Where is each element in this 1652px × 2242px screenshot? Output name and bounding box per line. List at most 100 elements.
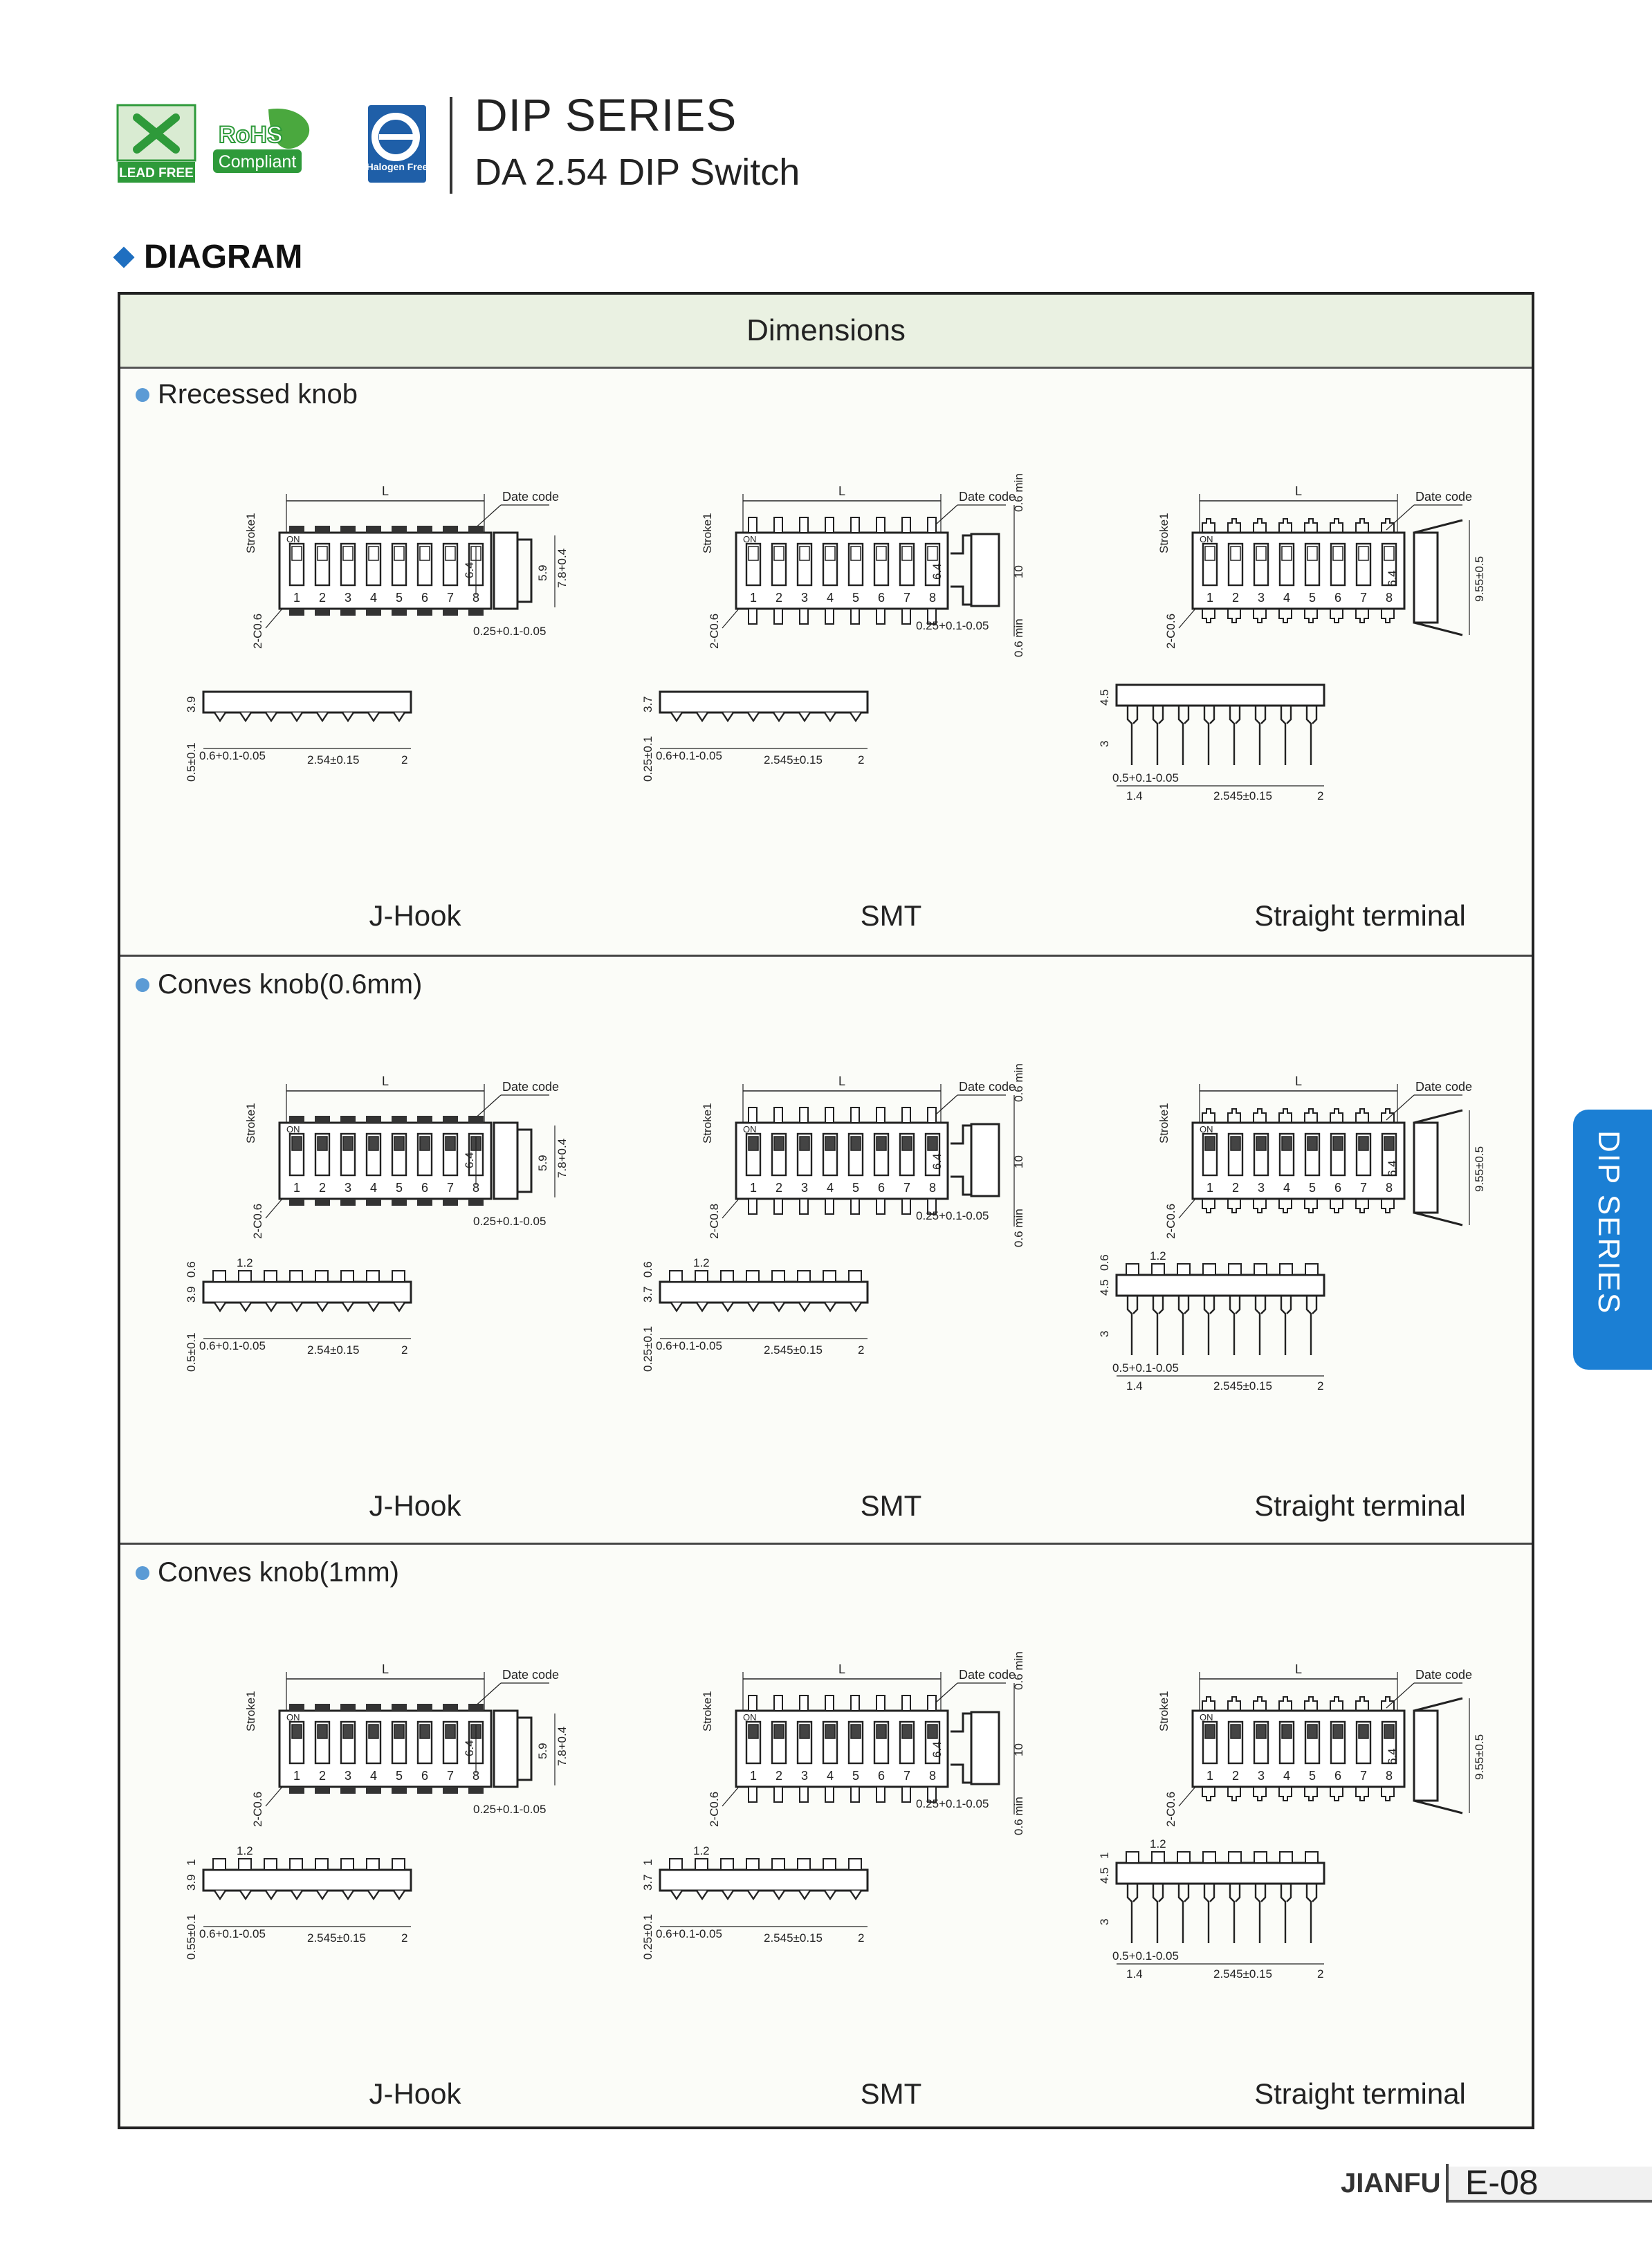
switch-body [735,531,949,610]
slider-knob [1204,546,1215,561]
dim-end: 2 [401,1931,407,1945]
terminal [316,1302,329,1313]
pad [799,1107,809,1123]
section-heading-label: DIAGRAM [144,239,303,275]
slider-knob [1358,1724,1369,1739]
pin [1227,609,1241,623]
dim-pitch: 2.545±0.15 [764,753,823,766]
bullet-icon [136,977,149,992]
terminal [670,712,683,723]
pin [417,1704,432,1711]
chamfer-label: 2-C0.6 [251,614,264,649]
slider-knob [1332,1136,1343,1151]
pin [1304,1199,1318,1213]
pin [366,609,381,616]
raised-knob [720,1270,734,1283]
dim-knob-height: 0.6 [1098,1254,1111,1271]
terminal [342,1302,354,1313]
slider-knob [291,1136,302,1151]
terminal [316,712,329,723]
side-body [493,531,519,610]
straight-leads [1413,519,1463,636]
position-number: 4 [827,1769,834,1783]
raised-knob [1126,1851,1139,1864]
terminal [265,712,277,723]
dim-5-9: 5.9 [536,1155,549,1171]
terminal [239,1302,252,1313]
page-number: E-08 [1465,2163,1539,2202]
pin [392,526,407,533]
pin [340,1704,356,1711]
front-body [1115,1862,1325,1885]
slider-knob [1281,1136,1292,1151]
slider-knob [876,1724,887,1739]
stroke-label: Stroke1 [701,513,714,553]
dim-6-4: 6.4 [1386,1748,1399,1765]
raised-knob [212,1270,226,1283]
terminal [367,1890,380,1901]
terminal [850,1302,862,1313]
slider-knob [1256,546,1267,561]
pin [1202,1787,1215,1801]
dim-1-4: 1.4 [1126,1379,1143,1393]
raised-knob [1126,1263,1139,1276]
pin [392,1199,407,1206]
raised-knob [1228,1851,1242,1864]
position-number: 2 [775,1181,782,1195]
front-body [202,690,412,714]
pad [927,1695,937,1711]
slider-knob [825,1724,836,1739]
on-label: ON [286,1124,300,1134]
slider-knob [850,1724,861,1739]
dim-body-height: 3.7 [641,696,654,713]
slider-knob [825,546,836,561]
dim-body-height: 3.7 [641,1286,654,1303]
dim-body-height: 4.5 [1098,1867,1111,1884]
pad [825,1198,834,1215]
position-number: 8 [472,591,479,605]
on-label: ON [286,534,300,544]
terminal [824,1890,836,1901]
date-code-label: Date code [502,1668,559,1682]
position-number: 7 [1360,591,1367,605]
compliant-label: Compliant [219,152,297,172]
row-title-label: Conves knob(0.6mm) [158,969,423,1000]
position-number: 7 [903,1181,910,1195]
pin [1202,518,1215,533]
position-number: 1 [293,591,300,605]
side-tab[interactable]: DIP SERIES [1573,1110,1652,1370]
j-lead [517,1128,533,1193]
dim-1-4: 1.4 [1126,789,1143,802]
position-number: 8 [1386,1181,1393,1195]
position-number: 4 [1283,591,1290,605]
dim-lead-thickness: 0.25+0.1-0.05 [473,625,546,638]
pin [468,609,484,616]
date-code-label: Date code [959,1668,1016,1682]
pad [748,1107,758,1123]
slider-knob [1230,1724,1241,1739]
position-number: 5 [396,1181,403,1195]
position-number: 2 [775,1769,782,1783]
dim-pin-width: 0.5+0.1-0.05 [1112,1949,1179,1963]
terminal [265,1890,277,1901]
stroke-label: Stroke1 [244,1103,257,1143]
stroke-label: Stroke1 [244,513,257,553]
pin [315,1116,330,1123]
slider-knob [1256,1724,1267,1739]
pin [1227,518,1241,533]
pad [773,608,783,625]
dim-0-6: 0.6+0.1-0.05 [656,1339,722,1352]
pin [1253,609,1267,623]
terminal [722,1302,734,1313]
dim-6-4: 6.4 [1386,1160,1399,1177]
dim-6-4: 6.4 [930,1153,944,1170]
pin [366,526,381,533]
terminal [798,1890,811,1901]
dim-0-6: 0.6+0.1-0.05 [656,1927,722,1940]
slider-knob [773,1136,784,1151]
pin [1278,1696,1292,1711]
pin [1304,1108,1318,1123]
raised-knob [340,1270,354,1283]
